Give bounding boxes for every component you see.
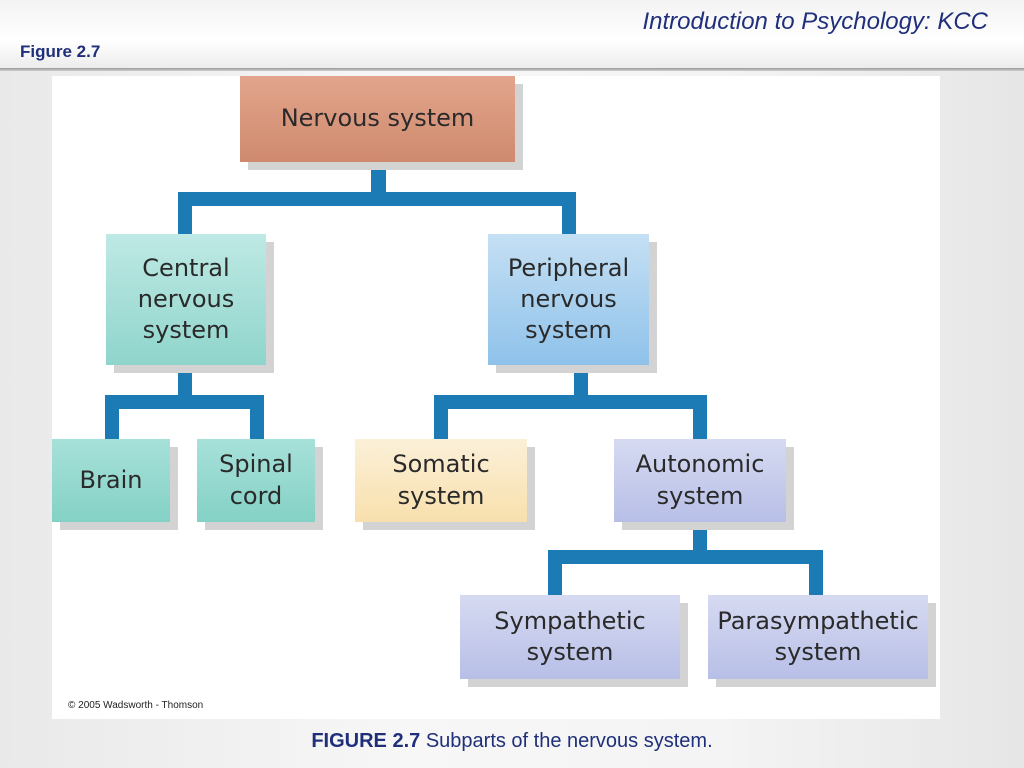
figure-caption: FIGURE 2.7 Subparts of the nervous syste… [0,730,1024,753]
connector-to-autonomic [693,395,707,439]
connector-to-spinal-cord [250,395,264,439]
connector-to-brain [105,395,119,439]
node-central-nervous-system-label: Central nervous system [137,253,235,345]
node-nervous-system-label: Nervous system [280,104,475,133]
connector-pns-stem [574,365,588,395]
node-peripheral-nervous-system: Peripheral nervous system [488,234,649,365]
figure-label: Figure 2.7 [20,42,101,61]
caption-label: FIGURE 2.7 [311,730,421,752]
node-parasympathetic-system-label: Parasympathetic system [717,606,919,666]
course-title: Introduction to Psychology: KCC [642,8,988,35]
connector-autonomic-bar [548,550,823,564]
caption-text: Subparts of the nervous system. [420,730,713,752]
node-nervous-system: Nervous system [240,76,515,162]
connector-to-parasympathetic [809,550,823,595]
node-somatic-system: Somatic system [355,439,527,522]
connector-cns-bar [105,395,264,409]
connector-autonomic-stem [693,522,707,550]
diagram-panel: Nervous system Central nervous system Pe… [52,76,940,719]
copyright-notice: © 2005 Wadsworth - Thomson [68,700,204,711]
connector-root-stem [371,162,386,192]
node-brain: Brain [52,439,170,522]
connector-root-bar [178,192,576,206]
node-sympathetic-system: Sympathetic system [460,595,680,679]
connector-to-cns [178,192,192,234]
connector-to-pns [562,192,576,234]
node-brain-label: Brain [79,465,143,494]
connector-cns-stem [178,365,192,395]
node-central-nervous-system: Central nervous system [106,234,266,365]
node-peripheral-nervous-system-label: Peripheral nervous system [507,253,630,345]
connector-to-somatic [434,395,448,439]
node-spinal-cord-label: Spinal cord [219,450,293,510]
node-spinal-cord: Spinal cord [197,439,315,522]
node-autonomic-system-label: Autonomic system [635,450,765,510]
connector-to-sympathetic [548,550,562,595]
node-somatic-system-label: Somatic system [392,450,490,510]
node-autonomic-system: Autonomic system [614,439,786,522]
header-band [0,0,1024,68]
node-parasympathetic-system: Parasympathetic system [708,595,928,679]
node-sympathetic-system-label: Sympathetic system [494,606,646,666]
connector-pns-bar [434,395,707,409]
header-divider [0,68,1024,71]
